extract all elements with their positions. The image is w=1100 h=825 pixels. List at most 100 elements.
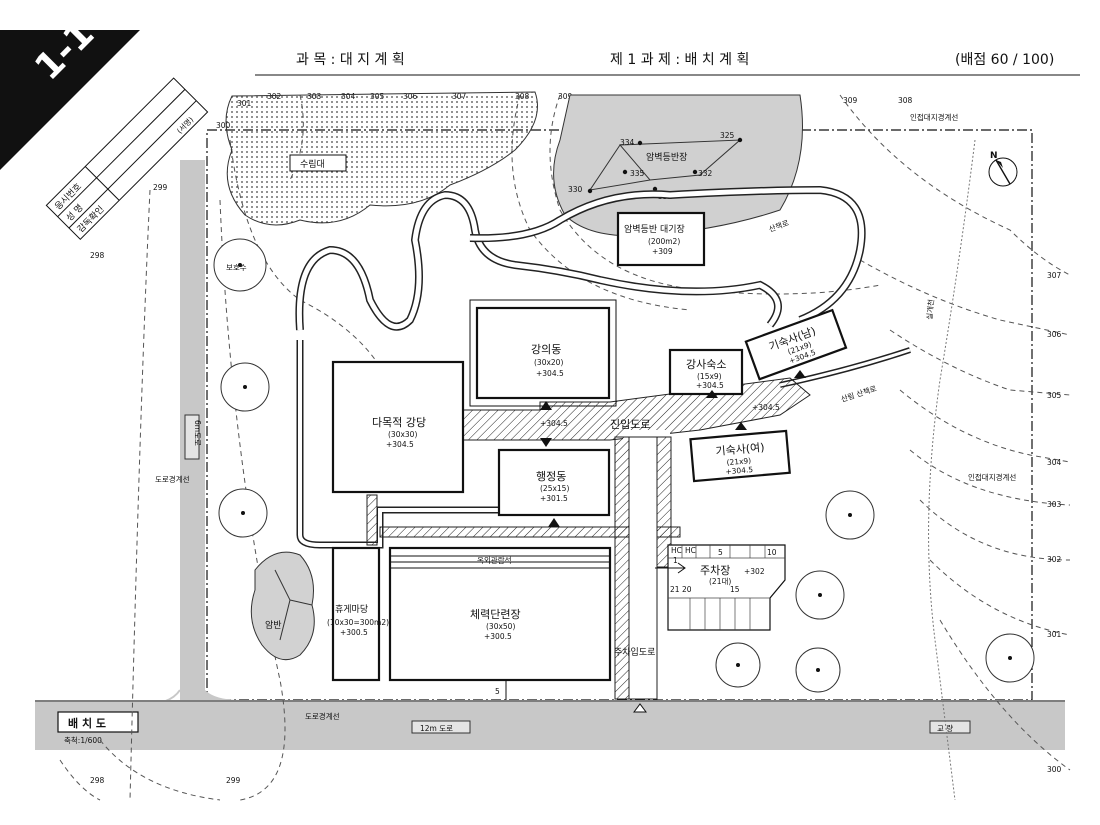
climb-point-label: 332 [698,169,713,178]
forest-zone [225,91,538,226]
north-arrow-icon: N [988,151,1018,187]
forest-label: 수림대 [300,158,325,170]
climb-point-label: 330 [568,185,583,194]
admin-name: 행정동 [536,470,566,483]
rock-label: 암반 [265,619,282,631]
gym-size: (30x50) [486,622,515,631]
hall-building [331,360,465,494]
lecture-name: 강의동 [531,343,561,356]
parking-entry-road [614,436,630,700]
task-label: 제 1 과 제 : 배 치 계 획 [610,52,749,68]
drawing-title: 배 치 도 [68,716,106,730]
protected-tree-label: 보호수 [226,263,247,272]
lower-connector [379,526,681,538]
contour-label: 309 [843,96,858,105]
contour-label: 298 [90,251,105,260]
hall-level: +304.5 [386,440,414,449]
entry-point-icon [633,703,647,713]
climb-point-label: 334 [620,138,635,147]
stream-label: 실개천 [924,299,936,321]
climb-wait-name: 암벽등반 대기장 [624,223,685,235]
parking-name: 주차장 [700,564,730,577]
adj-line-right-label: 인접대지경계선 [968,472,1016,482]
contour-label: 301 [1047,630,1062,639]
road-line-bottom-label: 도로경계선 [305,711,340,721]
stall-label: 21 [670,585,680,594]
entry-markers [540,370,806,527]
dorm-female-level: +304.5 [725,465,754,476]
contour-label: 305 [1047,391,1062,400]
parking-count: (21대) [709,577,731,586]
gym-level: +300.5 [484,632,512,641]
climb-wall-label: 암벽등반장 [646,151,687,163]
drawing-scale: 축척:1/600 [64,736,102,745]
entry-road-label: 진입도로 [610,418,650,431]
climb-wait-level: +309 [652,247,673,256]
rest-yard-size: (10x30=300m2) [327,618,389,627]
admin-size: (25x15) [540,484,569,493]
admin-building [497,448,611,517]
road-12m [35,700,1065,750]
instructor-dorm-building [668,348,744,396]
contour-label: 299 [153,183,168,192]
stall-label: 1 [673,556,678,565]
instructor-dorm-level: +304.5 [696,381,724,390]
bridge-label: 교 량 [937,724,953,733]
dim-5-label: 5 [495,687,500,696]
road-corner [35,689,181,706]
gym-building [388,546,612,682]
road-line-left-label: 도로경계선 [155,474,190,484]
road-6m-label: 6m도로 [193,420,202,446]
stall-label: HC [685,546,696,555]
lecture-size: (30x20) [534,358,563,367]
lecture-level: +304.5 [536,369,564,378]
contour-label: 308 [898,96,913,105]
contour-label: 298 [90,776,105,785]
trail-label: 산책로 [767,217,790,234]
rest-yard-name: 휴게마당 [335,604,368,615]
parking-level: +302 [744,567,765,576]
road-12m-label: 12m 도로 [420,724,453,733]
point-300-label: 300 [216,121,231,130]
entry-road-level: +304.5 [540,419,568,428]
dorm-male-building [744,308,848,381]
entry-road-level-2: +304.5 [752,403,780,412]
climb-points [587,137,743,194]
contour-label: 302 [1047,555,1062,564]
contour-label: 303 [1047,500,1062,509]
parking-entry-label: 주차입도로 [614,646,655,658]
outdoor-stage-label: 옥외관람석 [477,555,512,565]
contour-label: 304 [1047,458,1062,467]
contour-label: 300 [1047,765,1062,774]
slope-trail-label: 산림 산책로 [840,383,878,404]
instructor-dorm-name: 강사숙소 [686,358,726,371]
contour-label: 306 [1047,330,1062,339]
admin-level: +301.5 [540,494,568,503]
climb-point-label: 335 [630,169,645,178]
rest-yard [331,546,381,682]
hall-name: 다목적 강당 [372,416,426,429]
dorm-female-building [689,429,791,483]
stream-line [928,139,976,801]
dorm-female-name: 기숙사(여) [715,441,765,458]
contour-label: 299 [226,776,241,785]
contour-label: 309 [558,92,573,101]
dorm-female-size: (21x9) [726,456,751,467]
climb-wait-building [616,211,706,267]
gym-name: 체력단련장 [470,608,521,621]
climb-wait-size: (200m2) [648,237,680,246]
exam-info-box: 응시번호 성 명 감독확인 (서명) [45,77,209,241]
stall-label: 15 [730,585,740,594]
lecture-building [475,306,611,400]
svg-text:N: N [990,151,998,161]
stall-label: 5 [718,548,723,557]
stall-label: 20 [682,585,692,594]
subject-label: 과 목 : 대 지 계 획 [296,52,405,68]
rock-outcrop [250,551,315,661]
contour-label: 307 [1047,271,1062,280]
stall-label: 10 [767,548,777,557]
stall-label: HC [671,546,682,555]
corner-triangle [0,30,140,170]
score-label: (배점 60 / 100) [955,52,1054,68]
